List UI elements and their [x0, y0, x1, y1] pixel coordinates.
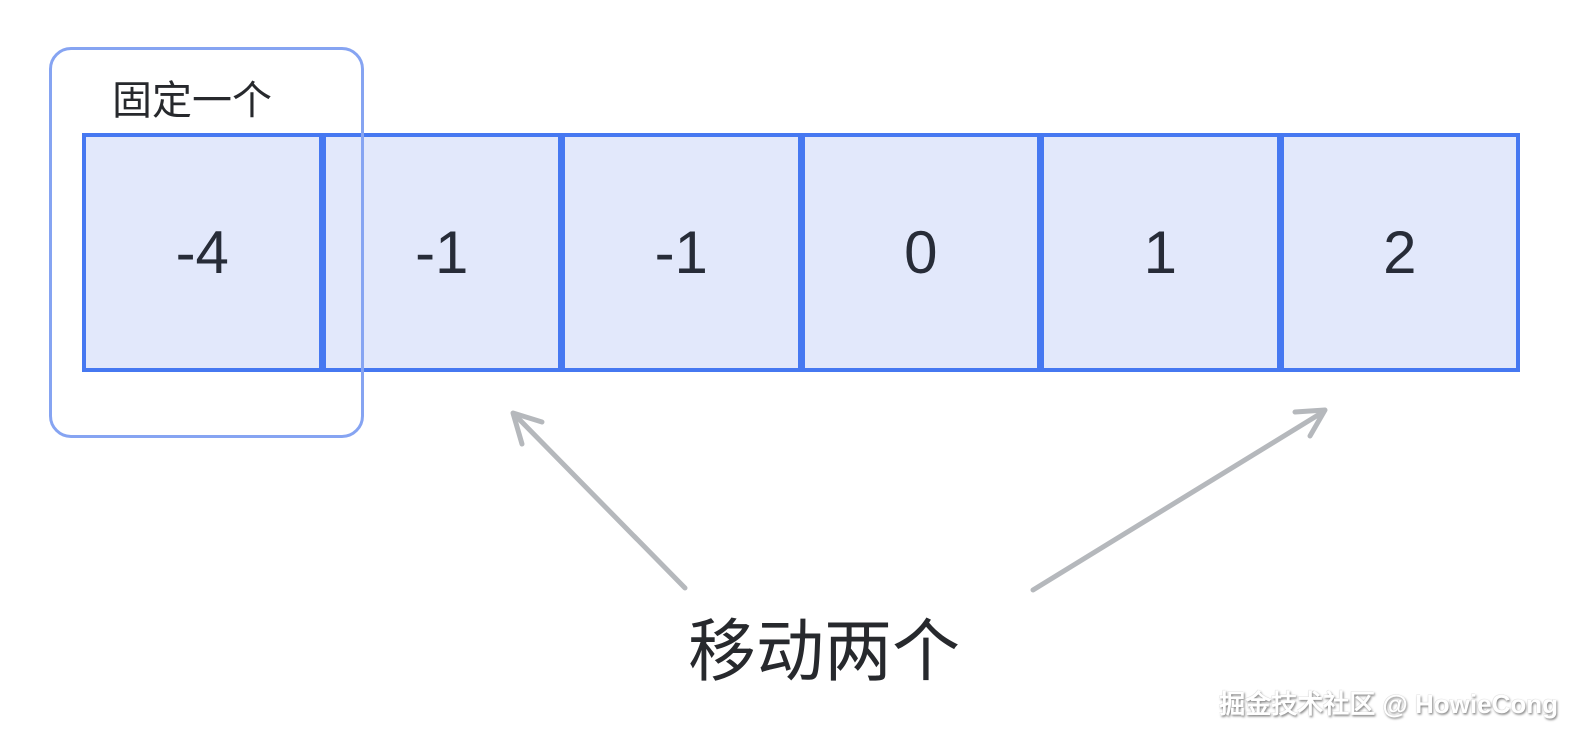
array-cell: 1 — [1040, 133, 1281, 372]
array-cell-value: 0 — [904, 218, 938, 286]
watermark: 掘金技术社区 @ HowieCong — [1219, 689, 1558, 719]
arrow-left-up-icon — [510, 410, 688, 591]
array-cell-value: -4 — [175, 218, 229, 286]
array-cell-value: -1 — [654, 218, 708, 286]
array-row: -4 -1 -1 0 1 2 — [82, 133, 1520, 372]
array-cell-value: 2 — [1383, 218, 1417, 286]
arrow-right-up-icon — [1030, 407, 1328, 593]
array-cell: -4 — [82, 133, 323, 372]
array-cell-value: 1 — [1143, 218, 1177, 286]
array-cell: 0 — [800, 133, 1041, 372]
array-cell: 2 — [1279, 133, 1520, 372]
move-label: 移动两个 — [688, 614, 961, 690]
array-cell: -1 — [321, 133, 562, 372]
array-cell-value: -1 — [415, 218, 469, 286]
fixed-label: 固定一个 — [112, 79, 272, 123]
array-cell: -1 — [561, 133, 802, 372]
